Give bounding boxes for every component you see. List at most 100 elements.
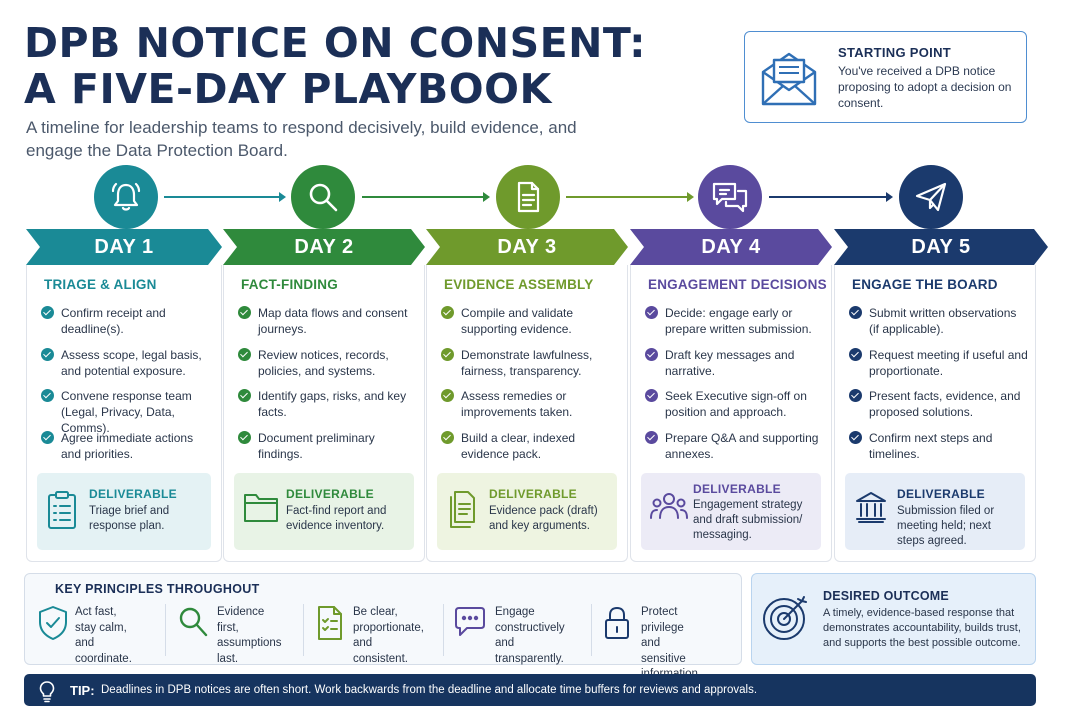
tip-text: Deadlines in DPB notices are often short… <box>101 684 758 696</box>
desired-outcome-text: A timely, evidence-based response that d… <box>823 607 1021 649</box>
magnifier-icon <box>177 605 209 644</box>
deliverable-text: Triage brief and response plan. <box>89 505 170 532</box>
document-icon <box>496 165 560 229</box>
day-3-deliverable: DELIVERABLE Evidence pack (draft) and ke… <box>437 473 617 550</box>
check-icon <box>645 430 658 444</box>
desired-outcome-title: DESIRED OUTCOME <box>823 589 949 603</box>
day-5-panel: ENGAGE THE BOARD Submit written observat… <box>834 265 1036 562</box>
day-5-banner: DAY 5 <box>834 229 1048 265</box>
day-2-title: FACT-FINDING <box>241 277 338 292</box>
list-item: Submit written observations (if applicab… <box>849 305 1029 347</box>
tip-label: TIP: <box>70 683 95 698</box>
list-item: Identify gaps, risks, and key facts. <box>238 388 418 430</box>
divider <box>165 604 166 656</box>
list-item: Seek Executive sign-off on position and … <box>645 388 825 430</box>
envelope-icon <box>759 48 819 113</box>
day-2-deliverable: DELIVERABLE Fact-find report and evidenc… <box>234 473 414 550</box>
check-icon <box>238 430 251 444</box>
check-icon <box>645 306 658 319</box>
check-icon <box>645 347 658 361</box>
check-icon <box>441 430 454 444</box>
day-1-deliverable: DELIVERABLE Triage brief and response pl… <box>37 473 211 550</box>
day-4-deliverable: DELIVERABLE Engagement strategy and draf… <box>641 473 821 550</box>
check-icon <box>238 389 251 402</box>
list-item: Agree immediate actions and priorities. <box>41 430 215 472</box>
starting-point-title: STARTING POINT <box>838 45 952 60</box>
day-4-panel: ENGAGEMENT DECISIONS Decide: engage earl… <box>630 265 832 562</box>
check-icon <box>41 430 54 444</box>
people-icon <box>650 490 688 529</box>
deliverable-text: Engagement strategy and draft submission… <box>693 499 803 541</box>
desired-outcome-card: DESIRED OUTCOME A timely, evidence-based… <box>751 573 1036 665</box>
deliverable-text: Evidence pack (draft) and key arguments. <box>489 505 598 532</box>
check-icon <box>849 389 862 402</box>
list-item: Assess scope, legal basis, and potential… <box>41 347 215 389</box>
clipboard-icon <box>46 490 78 535</box>
list-item: Draft key messages and narrative. <box>645 347 825 389</box>
magnifier-icon <box>291 165 355 229</box>
deliverable-label: DELIVERABLE <box>489 487 577 501</box>
list-item: Present facts, evidence, and proposed so… <box>849 388 1029 430</box>
day-4-title: ENGAGEMENT DECISIONS <box>648 277 827 292</box>
divider <box>303 604 304 656</box>
divider <box>443 604 444 656</box>
day-1-title: TRIAGE & ALIGN <box>44 277 157 292</box>
timeline-arrow <box>566 192 694 202</box>
deliverable-text: Fact-find report and evidence inventory. <box>286 505 387 532</box>
shield-icon <box>37 605 69 646</box>
page-title: DPB NOTICE ON CONSENT: A FIVE-DAY PLAYBO… <box>24 20 646 112</box>
day-2-panel: FACT-FINDING Map data flows and consent … <box>223 265 425 562</box>
check-icon <box>441 347 454 361</box>
day-3-title: EVIDENCE ASSEMBLY <box>444 277 594 292</box>
list-item: Build a clear, indexed evidence pack. <box>441 430 621 472</box>
check-icon <box>849 430 862 444</box>
deliverable-label: DELIVERABLE <box>897 487 985 501</box>
day-1-panel: TRIAGE & ALIGN Confirm receipt and deadl… <box>26 265 222 562</box>
deliverable-label: DELIVERABLE <box>89 487 177 501</box>
bell-icon <box>94 165 158 229</box>
check-icon <box>849 347 862 361</box>
check-icon <box>41 347 54 361</box>
check-icon <box>41 389 54 402</box>
deliverable-label: DELIVERABLE <box>286 487 374 501</box>
list-item: Confirm receipt and deadline(s). <box>41 305 215 347</box>
list-item: Demonstrate lawfulness, fairness, transp… <box>441 347 621 389</box>
day-4-checklist: Decide: engage early or prepare written … <box>645 305 825 471</box>
divider <box>591 604 592 656</box>
principle-text: Be clear, proportionate, and consistent. <box>353 606 424 665</box>
list-item: Decide: engage early or prepare written … <box>645 305 825 347</box>
check-icon <box>238 306 251 319</box>
deliverable-label: DELIVERABLE <box>693 482 781 496</box>
title-line-1: DPB NOTICE ON CONSENT: <box>24 19 647 67</box>
timeline-arrow <box>164 192 286 202</box>
check-icon <box>849 306 862 319</box>
chat-icon <box>453 605 487 644</box>
day-2-banner: DAY 2 <box>223 229 425 265</box>
page-subtitle: A timeline for leadership teams to respo… <box>26 118 577 160</box>
timeline-arrow <box>362 192 490 202</box>
starting-point-text: You've received a DPB notice proposing t… <box>838 64 1012 110</box>
starting-point-card: STARTING POINT You've received a DPB not… <box>744 31 1027 123</box>
check-icon <box>238 347 251 361</box>
day-3-panel: EVIDENCE ASSEMBLY Compile and validate s… <box>426 265 628 562</box>
documents-icon <box>446 490 480 535</box>
paper-plane-icon <box>899 165 963 229</box>
checklist-icon <box>315 605 345 646</box>
list-item: Prepare Q&A and supporting annexes. <box>645 430 825 472</box>
list-item: Convene response team (Legal, Privacy, D… <box>41 388 215 435</box>
day-2-checklist: Map data flows and consent journeys. Rev… <box>238 305 418 471</box>
key-principles-panel: KEY PRINCIPLES THROUGHOUT Act fast, stay… <box>24 573 742 680</box>
list-item: Review notices, records, policies, and s… <box>238 347 418 389</box>
day-1-checklist: Confirm receipt and deadline(s). Assess … <box>41 305 215 471</box>
list-item: Map data flows and consent journeys. <box>238 305 418 347</box>
day-5-checklist: Submit written observations (if applicab… <box>849 305 1029 471</box>
day-3-banner: DAY 3 <box>426 229 628 265</box>
lock-icon <box>603 605 631 646</box>
list-item: Compile and validate supporting evidence… <box>441 305 621 347</box>
list-item: Request meeting if useful and proportion… <box>849 347 1029 389</box>
check-icon <box>441 389 454 402</box>
principle-text: Protect privilege and sensitive informat… <box>641 606 701 680</box>
day-1-banner: DAY 1 <box>26 229 222 265</box>
check-icon <box>41 306 54 319</box>
day-4-banner: DAY 4 <box>630 229 832 265</box>
